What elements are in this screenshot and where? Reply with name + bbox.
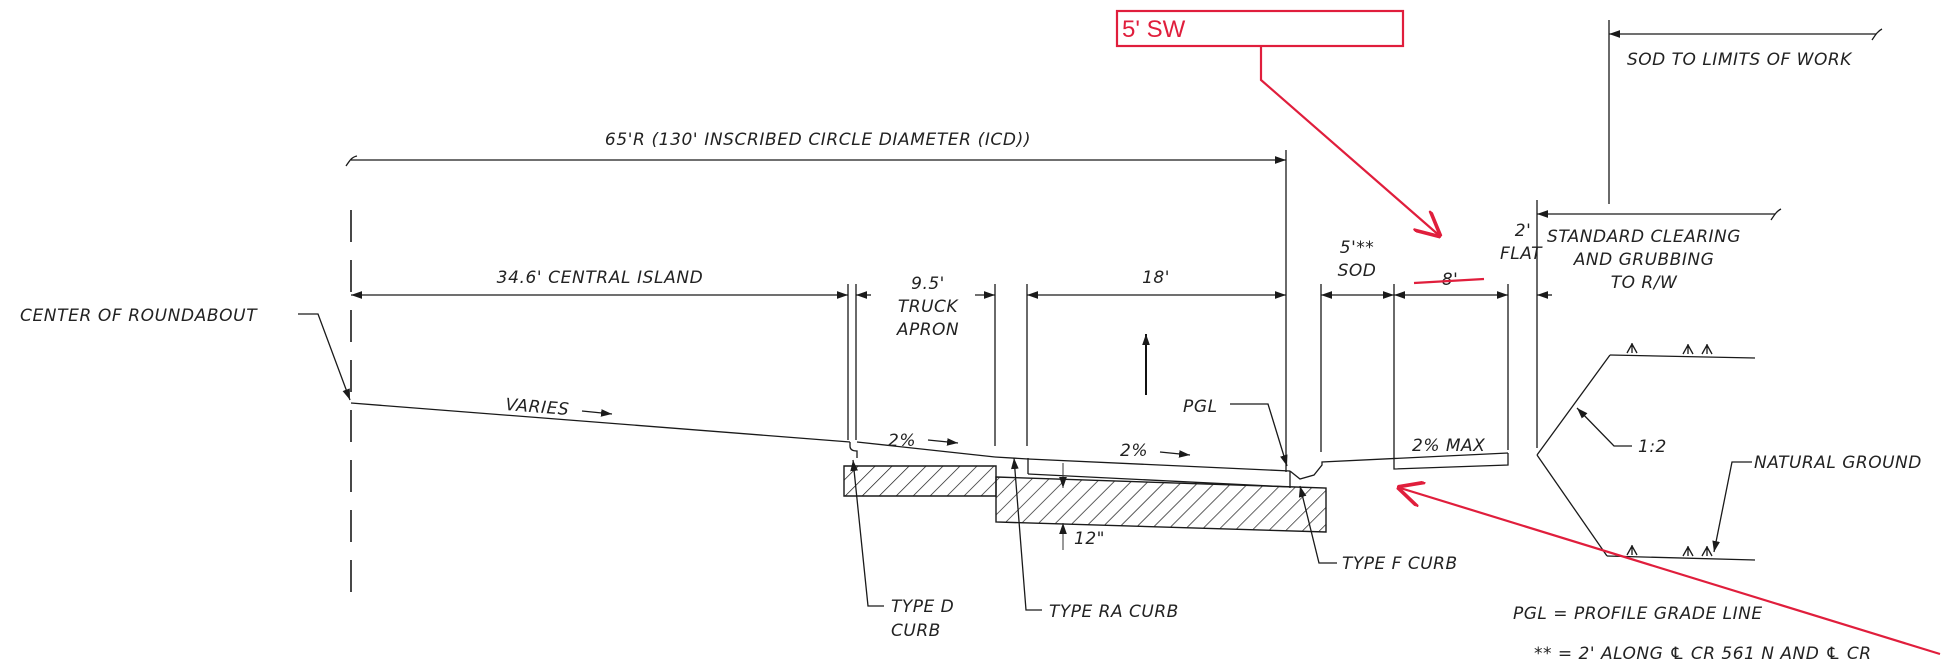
lane-slope-label: 2%: [1120, 441, 1148, 461]
lane-width-label: 18': [1142, 268, 1170, 288]
grass-symbols: [1626, 343, 1713, 557]
extension-lines: [847, 20, 1610, 472]
sod-dim: 5'**: [1340, 238, 1375, 258]
central-island-label: 34.6' CENTRAL ISLAND: [497, 268, 704, 288]
clearing-line2: AND GRUBBING: [1573, 250, 1715, 270]
type-f-curb-label: TYPE F CURB: [1342, 554, 1458, 574]
sod-limits-label: SOD TO LIMITS OF WORK: [1627, 50, 1853, 70]
truck-apron-line2: TRUCK: [898, 297, 960, 317]
redline-markup: 5' SW: [1115, 9, 1941, 656]
strike-through-line: [1413, 277, 1485, 285]
footnote-note: ** = 2' ALONG ℄ CR 561 N AND ℄ CR: [1534, 644, 1872, 664]
clearing-line1: STANDARD CLEARING: [1547, 227, 1741, 247]
sidewalk-pointer-arrow: [1397, 487, 1941, 656]
truck-apron-dim: 9.5': [911, 274, 945, 294]
natural-ground-label: NATURAL GROUND: [1754, 453, 1922, 473]
radius-dimension: 65'R (130' INSCRIBED CIRCLE DIAMETER (IC…: [345, 130, 1286, 167]
sod-label: SOD: [1338, 261, 1377, 281]
clearing-line3: TO R/W: [1611, 273, 1678, 293]
callout-leader-arrow: [1259, 46, 1441, 237]
slope-ratio-label: 1:2: [1638, 437, 1667, 457]
pgl-definition-note: PGL = PROFILE GRADE LINE: [1513, 604, 1763, 624]
lane-base-top: [1027, 473, 1291, 488]
thickness-label: 12": [1074, 529, 1105, 549]
center-of-roundabout-label: CENTER OF ROUNDABOUT: [20, 306, 258, 326]
lane-slope-arrow: [1159, 450, 1191, 458]
apron-base-hatch: [843, 465, 997, 497]
lane-base-hatch: [995, 476, 1327, 533]
varies-arrow: [581, 409, 613, 417]
flat-dim: 2': [1515, 221, 1532, 241]
type-d-curb-label: TYPE D: [891, 597, 954, 617]
dimension-row: [351, 28, 1883, 299]
sidewalk-slope-label: 2% MAX: [1412, 436, 1485, 456]
sw-callout-text: 5' SW: [1122, 16, 1186, 43]
side-slopes: [1536, 354, 1756, 561]
truck-apron-line3: APRON: [896, 320, 959, 340]
apron-slope-arrow: [927, 438, 959, 446]
leaders: [298, 313, 1752, 611]
radius-label: 65'R (130' INSCRIBED CIRCLE DIAMETER (IC…: [605, 130, 1031, 150]
type-d-curb-label-line2: CURB: [891, 621, 941, 641]
pgl-label: PGL: [1183, 397, 1218, 417]
flat-label: FLAT: [1500, 244, 1543, 264]
type-ra-curb-label: TYPE RA CURB: [1049, 602, 1179, 622]
apron-slope-label: 2%: [888, 431, 916, 451]
